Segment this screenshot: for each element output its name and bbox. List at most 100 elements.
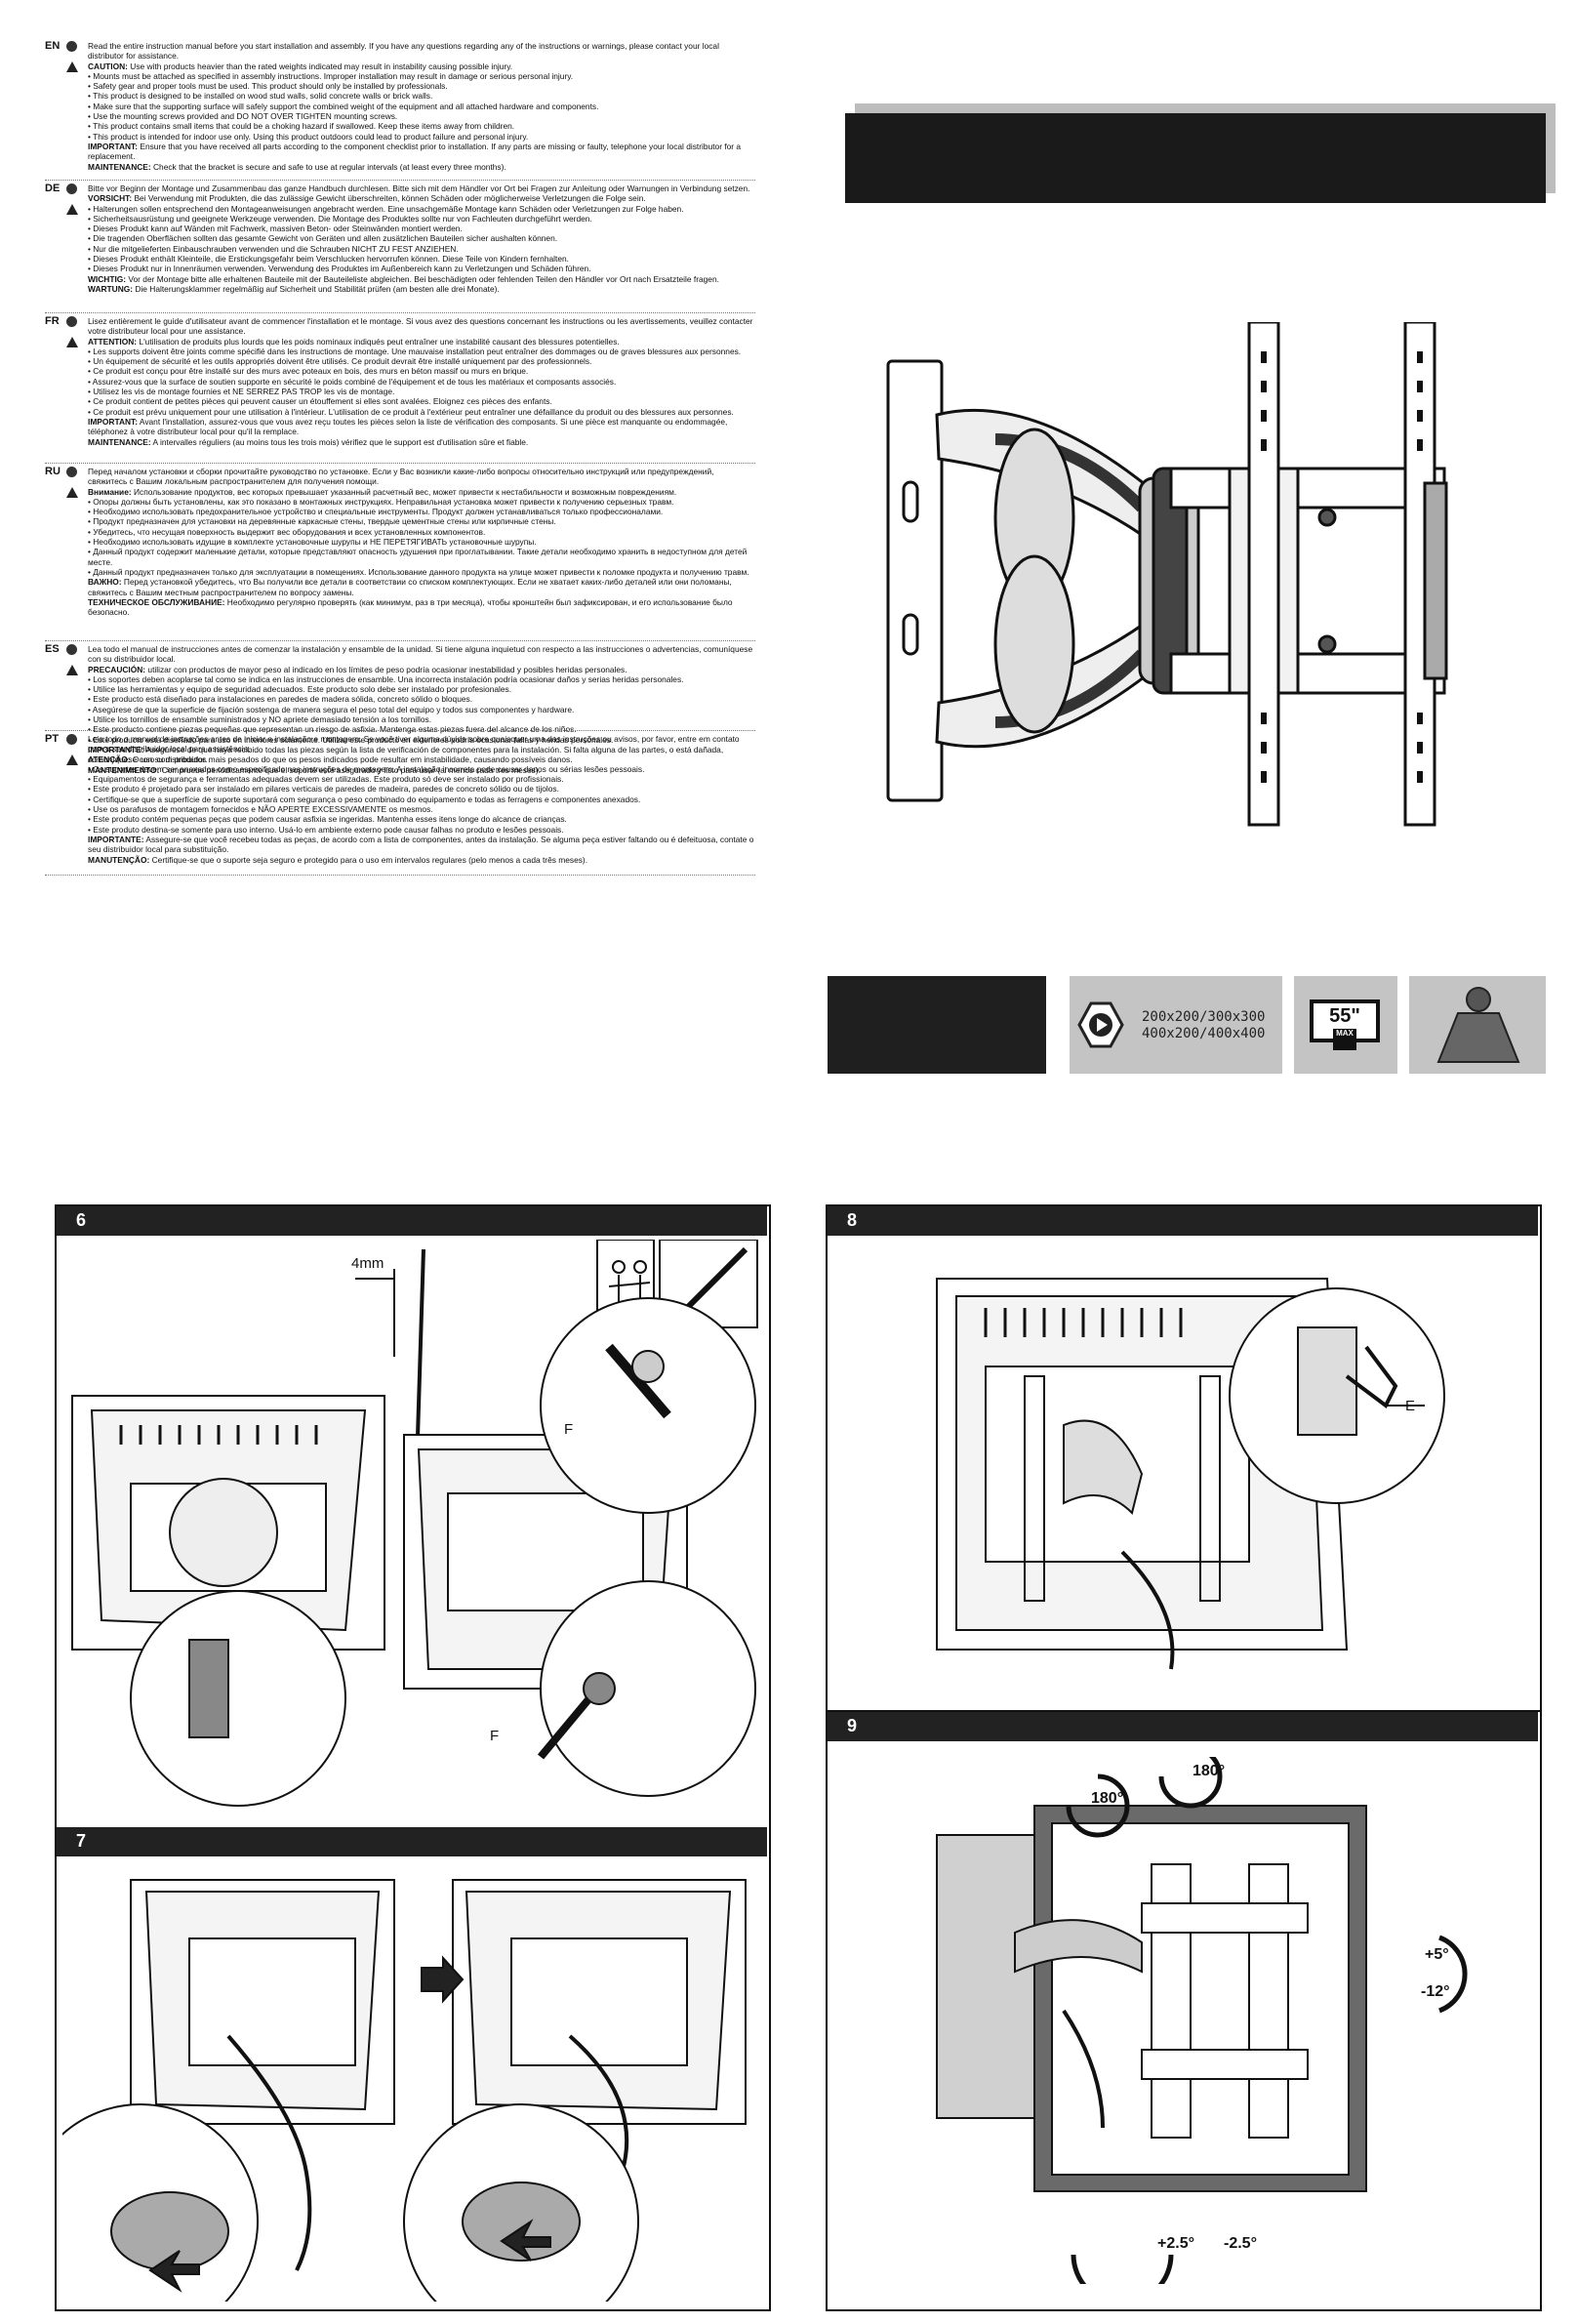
paragraph-text: Lisez entièrement le guide d'utilisateur… (88, 316, 753, 337)
language-code: RU (45, 466, 61, 477)
paragraph-text: • This product is intended for indoor us… (88, 131, 529, 142)
section-divider (45, 463, 755, 464)
paragraph-text: Die Halterungsklammer regelmäßig auf Sic… (133, 283, 500, 294)
title-banner (845, 113, 1546, 203)
paragraph-heading: WARTUNG: (88, 283, 134, 294)
paragraph-heading: Внимание: (88, 486, 132, 497)
step-7-illustration (62, 1879, 747, 2302)
section-divider (45, 875, 755, 876)
paragraph-heading: WICHTIG: (88, 273, 127, 284)
paragraph-heading: MAINTENANCE: (88, 161, 151, 172)
section-body: Bitte vor Beginn der Montage und Zusamme… (88, 183, 755, 294)
paragraph-text: • Os suportes devem ser anexados como es… (88, 763, 645, 774)
tilt-down-angle: -12° (1421, 1983, 1450, 2000)
paragraph: • Данный продукт содержит маленькие дета… (88, 547, 755, 567)
spec-black-box (828, 976, 1046, 1074)
step-6-part-f-top: F (564, 1421, 574, 1438)
paragraph: • Dieses Produkt nur in Innenräumen verw… (88, 264, 755, 273)
language-code: DE (45, 183, 61, 194)
paragraph-text: • Utilice las herramientas y equipo de s… (88, 684, 512, 695)
paragraph-heading: CAUTION: (88, 61, 128, 71)
paragraph-heading: ТЕХНИЧЕСКОЕ ОБСЛУЖИВАНИЕ: (88, 596, 225, 607)
paragraph-text: Bei Verwendung mit Produkten, die das zu… (132, 193, 646, 204)
read-manual-icon (66, 467, 77, 477)
paragraph-text: • Utilisez les vis de montage fournies e… (88, 387, 395, 397)
paragraph: IMPORTANT: Avant l'installation, assurez… (88, 417, 755, 437)
screen-size-icon: 55" MAX (1310, 999, 1380, 1042)
paragraph: MAINTENANCE: Check that the bracket is s… (88, 162, 755, 172)
paragraph-text: • Utilice los tornillos de ensamble sumi… (88, 714, 432, 725)
paragraph-heading: IMPORTANTE: (88, 834, 144, 844)
paragraph-text: • Sicherheitsausrüstung und geeignete We… (88, 213, 592, 224)
paragraph-text: Lea todo el manual de instrucciones ante… (88, 644, 753, 665)
vesa-line-1: 200x200/300x300 (1142, 1009, 1266, 1025)
paragraph: • Mounts must be attached as specified i… (88, 71, 755, 81)
paragraph: IMPORTANTE: Asegúrese de que haya recibi… (88, 745, 755, 765)
paragraph: • Nur die mitgelieferten Einbauschrauben… (88, 244, 755, 254)
paragraph-text: Check that the bracket is secure and saf… (150, 161, 506, 172)
paragraph: Lea todo el manual de instrucciones ante… (88, 644, 755, 665)
paragraph-text: Avant l'installation, assurez-vous que v… (88, 416, 728, 437)
paragraph-text: • Продукт предназначен для установки на … (88, 516, 556, 527)
paragraph: • Use os parafusos de montagem fornecido… (88, 804, 755, 814)
paragraph: • Use the mounting screws provided and D… (88, 111, 755, 121)
paragraph: • Este producto contiene piezas pequeñas… (88, 724, 755, 734)
step-8-part-e: E (1405, 1398, 1416, 1414)
wall-mount-product-image (886, 322, 1448, 827)
paragraph-heading: ATTENTION: (88, 336, 138, 347)
paragraph-text: • Asegúrese de que la superficie de fija… (88, 704, 575, 714)
lang-section-pt: PT Leia todo o manual de instruções antes… (45, 733, 755, 865)
paragraph-text: • Assurez-vous que la surface de soutien… (88, 376, 617, 387)
paragraph: • Certifique-se que a superfície de supo… (88, 795, 755, 804)
paragraph-text: Certifique-se que o suporte seja seguro … (149, 854, 588, 865)
paragraph: Leia todo o manual de instruções antes d… (88, 734, 755, 754)
paragraph-heading: VORSICHT: (88, 193, 133, 204)
paragraph-heading: IMPORTANTE: (88, 744, 144, 754)
screen-size-value: 55" (1329, 1005, 1360, 1027)
paragraph: IMPORTANTE: Assegure-se que você recebeu… (88, 835, 755, 855)
paragraph: MANUTENÇÃO: Certifique-se que o suporte … (88, 855, 755, 865)
paragraph: ATTENTION: L'utilisation de produits plu… (88, 337, 755, 347)
step-9-number: 9 (847, 1716, 858, 1735)
paragraph-heading: MAINTENANCE: (88, 436, 151, 447)
paragraph-text: Перед началом установки и сборки прочита… (88, 467, 714, 487)
paragraph: • Ce produit est conçu pour être install… (88, 366, 755, 376)
step-6-number: 6 (76, 1210, 87, 1230)
paragraph: • Os suportes devem ser anexados como es… (88, 764, 755, 774)
language-code: PT (45, 733, 60, 745)
paragraph: • Este producto está diseñado para insta… (88, 694, 755, 704)
paragraph-text: Ensure that you have received all parts … (88, 141, 742, 162)
paragraph: • This product is designed to be install… (88, 91, 755, 101)
paragraph-text: • Необходимо использовать идущие в компл… (88, 537, 537, 548)
paragraph: • Необходимо использовать идущие в компл… (88, 537, 755, 547)
paragraph-text: Vor der Montage bitte alle erhaltenen Ba… (126, 273, 719, 284)
paragraph-text: Перед установкой убедитесь, что Вы получ… (88, 577, 732, 597)
section-body: Leia todo o manual de instruções antes d… (88, 734, 755, 865)
paragraph: WICHTIG: Vor der Montage bitte alle erha… (88, 274, 755, 284)
paragraph: • Equipamentos de segurança e ferramenta… (88, 774, 755, 784)
swivel-right-angle: 180° (1193, 1763, 1226, 1779)
step-9-header: 9 (828, 1712, 1538, 1741)
paragraph-heading: PRECAUCIÓN: (88, 664, 146, 674)
step-6-measure-label: 4mm (351, 1255, 384, 1272)
step-9-illustration (936, 1757, 1468, 2284)
paragraph-text: • Dieses Produkt enthält Kleinteile, die… (88, 254, 569, 265)
vesa-pattern-icon (1077, 1001, 1124, 1048)
paragraph: • Необходимо использовать предохранитель… (88, 507, 755, 516)
paragraph: ВАЖНО: Перед установкой убедитесь, что В… (88, 577, 755, 597)
paragraph-text: Bitte vor Beginn der Montage und Zusamme… (88, 183, 750, 193)
paragraph: IMPORTANT: Ensure that you have received… (88, 142, 755, 162)
paragraph: • Este produto contém pequenas peças que… (88, 814, 755, 824)
warning-triangle-icon (66, 204, 78, 215)
section-body: Read the entire instruction manual befor… (88, 41, 755, 172)
read-manual-icon (66, 644, 77, 655)
screen-stand-icon (1333, 1042, 1356, 1050)
paragraph: ТЕХНИЧЕСКОЕ ОБСЛУЖИВАНИЕ: Необходимо рег… (88, 597, 755, 618)
paragraph-text: O uso com produtos mais pesados do que o… (130, 754, 573, 764)
section-body: Перед началом установки и сборки прочита… (88, 467, 755, 617)
paragraph-heading: IMPORTANT: (88, 141, 139, 151)
section-body: Lea todo el manual de instrucciones ante… (88, 644, 755, 775)
paragraph: VORSICHT: Bei Verwendung mit Produkten, … (88, 193, 755, 203)
paragraph-text: • This product is designed to be install… (88, 91, 433, 102)
